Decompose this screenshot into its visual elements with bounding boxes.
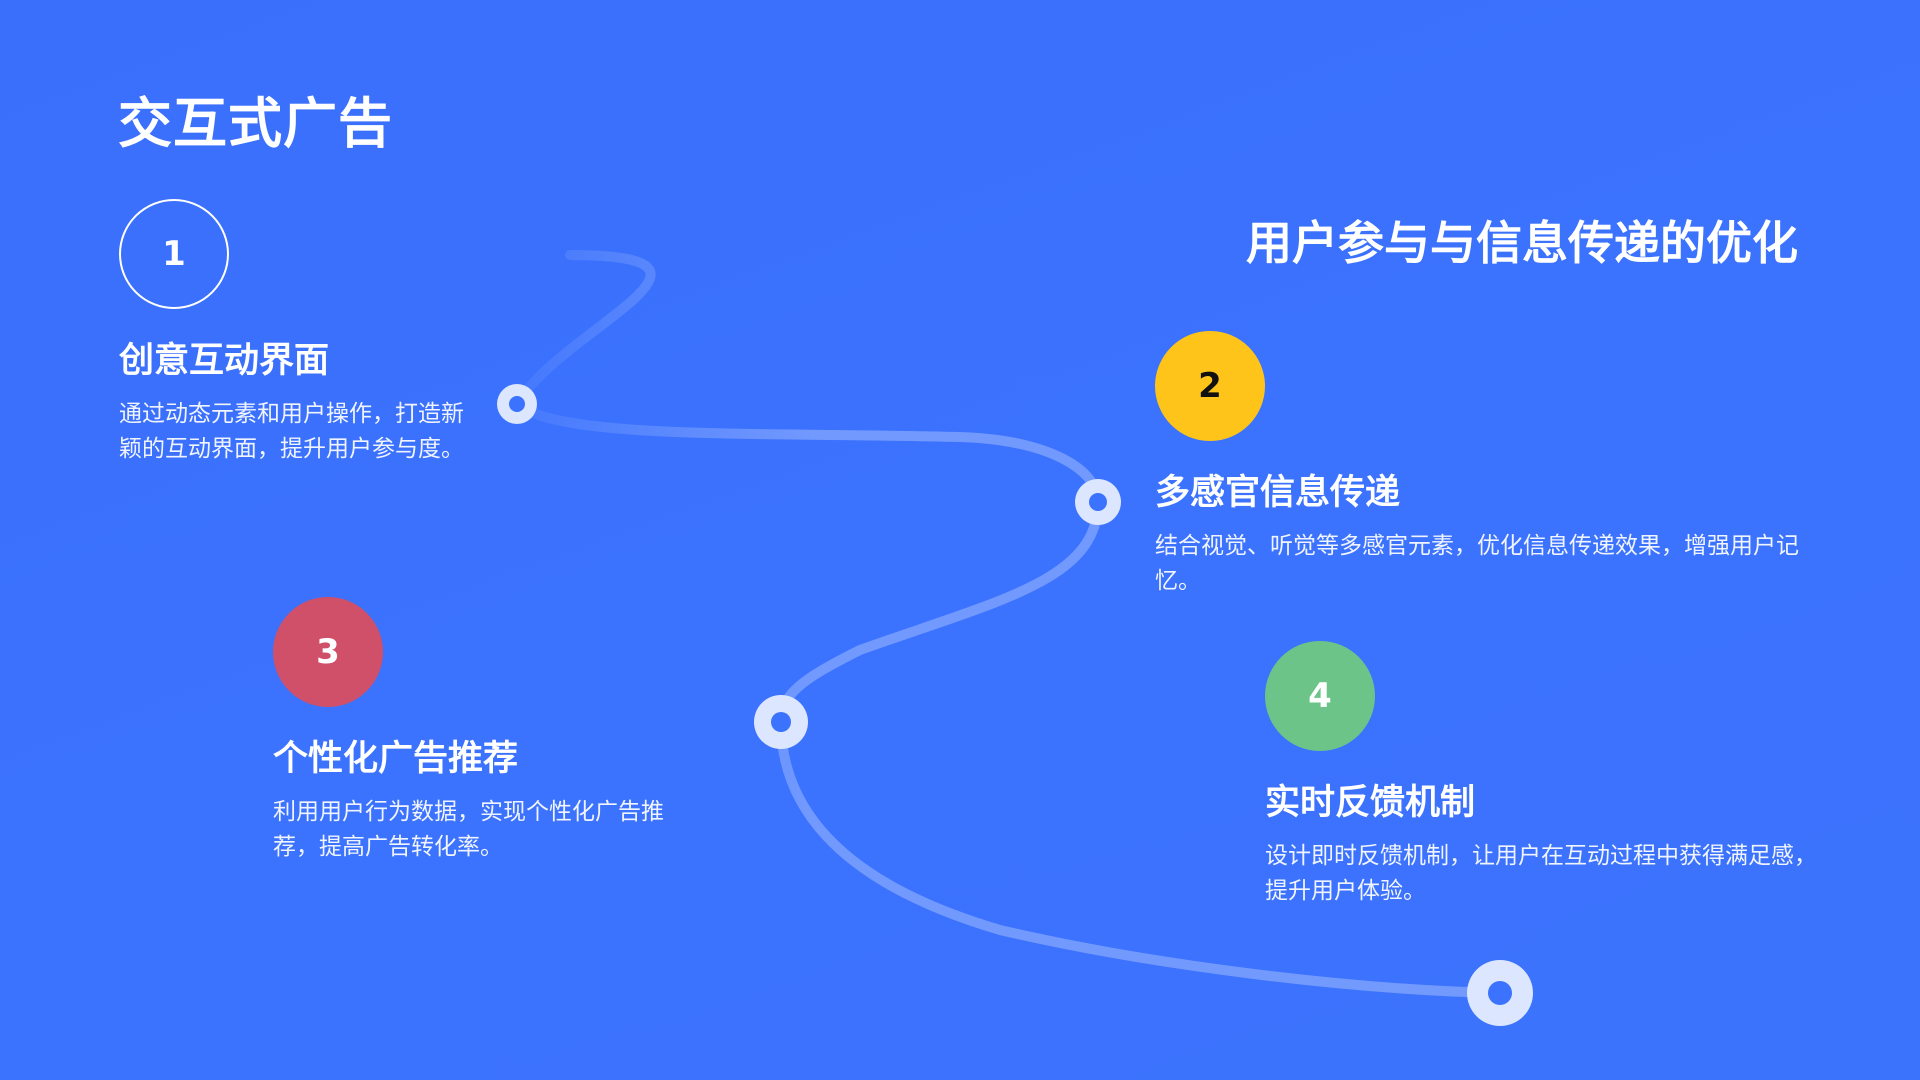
step-title: 多感官信息传递	[1155, 473, 1401, 513]
step-description: 结合视觉、听觉等多感官元素，优化信息传递效果，增强用户记忆。	[1155, 533, 1799, 594]
page-subtitle: 用户参与与信息传递的优化	[1246, 216, 1798, 270]
step-number-badge: 2	[1155, 331, 1265, 441]
step-title: 实时反馈机制	[1265, 783, 1476, 823]
route-node	[1075, 479, 1121, 525]
step-creative-interface: 1 创意互动界面 通过动态元素和用户操作，打造新颖的互动界面，提升用户参与度。	[119, 199, 479, 467]
step-multisensory-delivery: 2 多感官信息传递 结合视觉、听觉等多感官元素，优化信息传递效果，增强用户记忆。	[1155, 331, 1800, 599]
step-title: 个性化广告推荐	[273, 739, 519, 779]
step-description: 通过动态元素和用户操作，打造新颖的互动界面，提升用户参与度。	[119, 401, 464, 462]
page-title: 交互式广告	[118, 92, 393, 155]
step-description: 设计即时反馈机制，让用户在互动过程中获得满足感，提升用户体验。	[1265, 843, 1817, 904]
route-node	[754, 695, 808, 749]
step-number-badge: 4	[1265, 641, 1375, 751]
step-number-badge: 3	[273, 597, 383, 707]
step-realtime-feedback: 4 实时反馈机制 设计即时反馈机制，让用户在互动过程中获得满足感，提升用户体验。	[1265, 641, 1820, 909]
step-number-badge: 1	[119, 199, 229, 309]
step-description: 利用用户行为数据，实现个性化广告推荐，提高广告转化率。	[273, 799, 664, 860]
route-node	[1467, 960, 1533, 1026]
step-personalized-recommendation: 3 个性化广告推荐 利用用户行为数据，实现个性化广告推荐，提高广告转化率。	[273, 597, 703, 865]
step-title: 创意互动界面	[119, 341, 330, 381]
route-node	[497, 384, 537, 424]
